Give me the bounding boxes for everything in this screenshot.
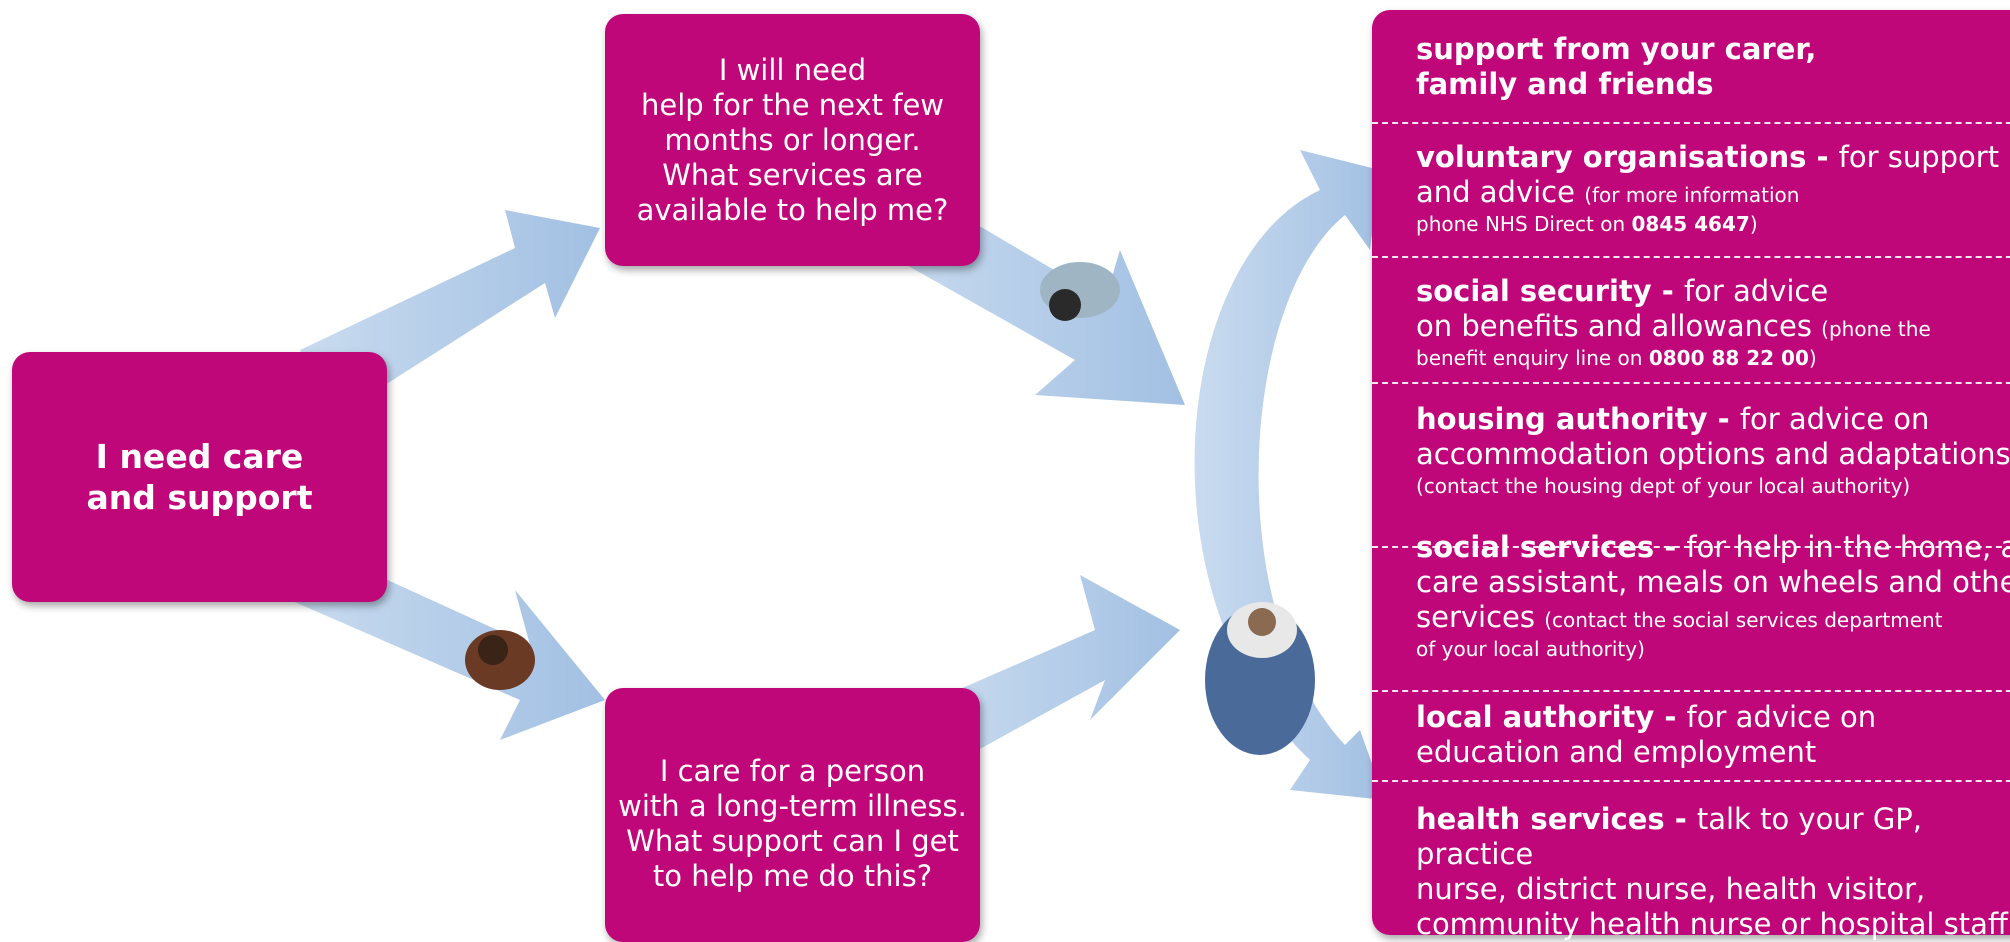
service-note: (contact the housing dept of your local …: [1416, 474, 1911, 498]
top-question-box: I will need help for the next few months…: [605, 14, 980, 266]
service-desc: for help in the home, a: [1686, 530, 2010, 564]
service-note-cont: phone NHS Direct on: [1416, 212, 1632, 236]
service-note-end: ): [1749, 212, 1758, 236]
service-title: health services -: [1416, 802, 1697, 836]
service-voluntary-organisations: voluntary organisations - for support an…: [1416, 140, 2010, 239]
service-health-services: health services - talk to your GP, pract…: [1416, 802, 2010, 942]
person-figure-top: [1040, 262, 1120, 321]
service-title-cont: family and friends: [1416, 67, 1714, 101]
service-note-end: ): [1808, 346, 1817, 370]
service-desc-cont: services: [1416, 600, 1545, 634]
divider: [1372, 690, 2010, 692]
service-desc-cont: education and employment: [1416, 735, 1817, 769]
service-title: voluntary organisations -: [1416, 140, 1839, 174]
service-desc-cont: accommodation options and adaptations: [1416, 437, 2010, 471]
service-desc: talk to your GP, practice: [1416, 802, 1923, 871]
service-phone: 0845 4647: [1631, 212, 1750, 236]
service-desc-cont: and advice: [1416, 175, 1585, 209]
top-box-text: I will need help for the next few months…: [636, 52, 949, 227]
service-title: housing authority -: [1416, 402, 1740, 436]
service-social-security: social security - for advice on benefits…: [1416, 274, 2010, 373]
service-desc-cont: on benefits and allowances: [1416, 309, 1822, 343]
divider: [1372, 256, 2010, 258]
service-note-cont: of your local authority): [1416, 637, 1645, 661]
start-box-text: I need care and support: [86, 437, 313, 517]
services-panel: support from your carer, family and frie…: [1372, 10, 2010, 941]
service-desc: for support: [1838, 140, 2000, 174]
service-housing-authority: housing authority - for advice on accomm…: [1416, 402, 2010, 501]
service-note: (contact the social services department: [1544, 608, 1943, 632]
service-note: (phone the: [1821, 317, 1931, 341]
bottom-box-text: I care for a person with a long-term ill…: [618, 754, 967, 893]
service-desc: for advice on: [1739, 402, 1930, 436]
person-figure-wheelchair: [1205, 602, 1315, 755]
bottom-question-box: I care for a person with a long-term ill…: [605, 688, 980, 942]
service-title: support from your carer,: [1416, 32, 1817, 66]
service-title: local authority -: [1416, 700, 1687, 734]
divider: [1372, 382, 2010, 384]
arrow-bottom-to-services: [935, 575, 1180, 760]
service-title: social security -: [1416, 274, 1684, 308]
divider: [1372, 780, 2010, 782]
service-local-authority: local authority - for advice on educatio…: [1416, 700, 2010, 770]
service-phone: 0800 88 22 00: [1648, 346, 1809, 370]
divider: [1372, 122, 2010, 124]
service-desc: for advice: [1683, 274, 1829, 308]
service-desc-cont: care assistant, meals on wheels and othe…: [1416, 565, 2010, 599]
service-desc-cont: community health nurse or hospital staff: [1416, 907, 2008, 941]
service-title: social services -: [1416, 530, 1687, 564]
divider: [1372, 546, 2010, 548]
service-note: (for more information: [1584, 183, 1800, 207]
service-desc-cont: nurse, district nurse, health visitor,: [1416, 872, 1926, 906]
service-social-services: social services - for help in the home, …: [1416, 530, 2010, 664]
service-carer-family: support from your carer, family and frie…: [1416, 32, 2010, 102]
person-figure-left: [465, 630, 535, 690]
service-desc: for advice on: [1686, 700, 1877, 734]
service-note-cont: benefit enquiry line on: [1416, 346, 1649, 370]
start-box: I need care and support: [12, 352, 387, 602]
